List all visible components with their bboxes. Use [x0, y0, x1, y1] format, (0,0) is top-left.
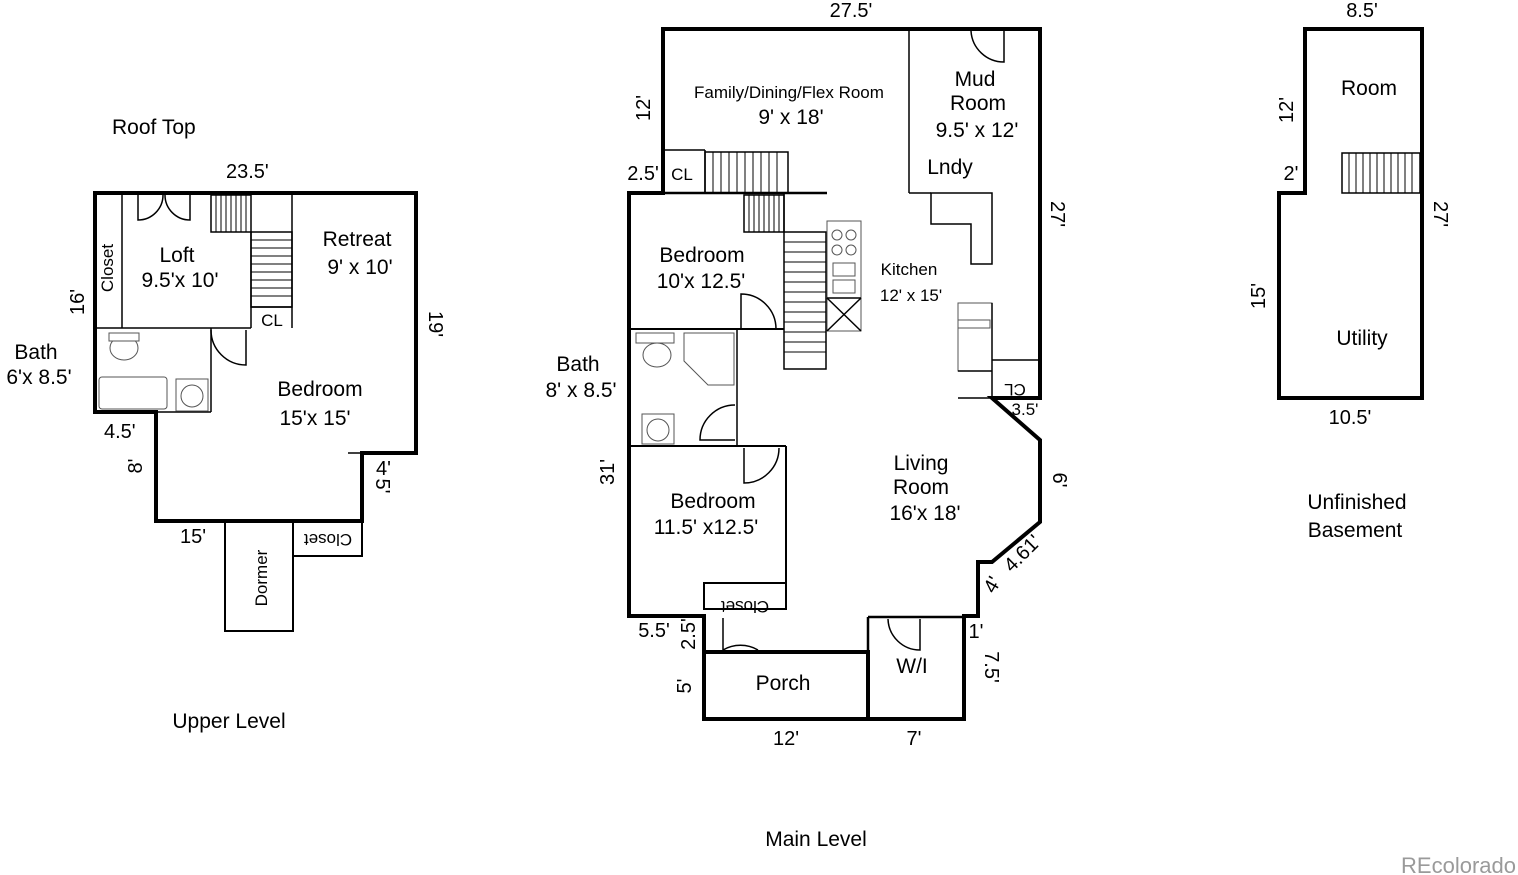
mud-room-label: Mud	[955, 68, 996, 91]
basement-outline	[1277, 27, 1424, 400]
bedroom2-size: 11.5' x12.5'	[654, 516, 759, 539]
dormer	[224, 520, 294, 632]
loft-label: Loft	[159, 244, 194, 267]
dormer-closet	[292, 520, 363, 557]
basement-level: 8.5' 12' 2' 27' 15' 10.5' Room Utility U…	[1248, 0, 1451, 542]
main-stairs-top	[704, 151, 789, 194]
family-room-label: Family/Dining/Flex Room	[694, 83, 884, 102]
retreat-size: 9' x 10'	[327, 256, 392, 279]
basement-dim-right: 27'	[1429, 201, 1451, 227]
upper-dim-step-h: 4.5'	[104, 421, 136, 443]
retreat-label: Retreat	[323, 228, 392, 251]
bedroom2-label: Bedroom	[670, 490, 755, 513]
main-dim-left-upper: 12'	[633, 95, 655, 121]
main-dim-porch-h: 5'	[674, 679, 696, 694]
upper-cl-label: CL	[261, 311, 283, 330]
living-room-label: Living	[894, 452, 949, 475]
utility-label: Utility	[1336, 327, 1388, 350]
basement-dim-left-upper: 12'	[1276, 97, 1298, 123]
upper-closet-label: Closet	[98, 244, 117, 292]
basement-room-label: Room	[1341, 77, 1397, 100]
main-bath-label: Bath	[556, 353, 599, 376]
basement-dim-left: 15'	[1248, 283, 1270, 309]
main-dim-wi-gap: 1'	[969, 621, 984, 643]
upper-level: Roof Top 23.5' 16' 19' 4.5' 8' 15' 4' 5'…	[6, 116, 446, 733]
laundry-label: Lndy	[927, 156, 973, 179]
main-dim-bottom-left: 5.5'	[638, 620, 670, 642]
mud-room-label2: Room	[950, 92, 1006, 115]
kitchen-size: 12' x 15'	[880, 286, 942, 305]
main-dim-right-diag2: 4.61'	[1000, 531, 1046, 577]
walk-in-label: W/I	[896, 655, 928, 678]
upper-bath-label: Bath	[14, 341, 57, 364]
main-dim-right-step: 4'	[980, 573, 1007, 597]
dormer-label: Dormer	[252, 549, 271, 606]
bedroom1-size: 10'x 12.5'	[657, 270, 746, 293]
main-cl-label: CL	[671, 165, 693, 184]
upper-dim-bottom: 15'	[180, 526, 206, 548]
upper-dim-notch-w: 4'	[376, 458, 391, 480]
basement-dim-bottom: 10.5'	[1329, 407, 1372, 429]
upper-dim-top: 23.5'	[226, 161, 269, 183]
upper-dim-right: 19'	[424, 311, 446, 337]
main-dim-porch-step: 2.5'	[678, 618, 700, 650]
upper-bedroom-label: Bedroom	[277, 378, 362, 401]
main-dim-porch-w: 12'	[773, 728, 799, 750]
living-room-size: 16'x 18'	[889, 502, 960, 525]
mud-room-size: 9.5' x 12'	[936, 119, 1019, 142]
main-stairs	[743, 194, 827, 370]
main-dim-wi-height: 7.5'	[980, 651, 1002, 683]
basement-stairs	[1341, 152, 1421, 194]
main-dim-right-small: 3.5'	[1012, 400, 1039, 419]
main-level-caption: Main Level	[765, 828, 867, 851]
main-dim-right: 27'	[1046, 201, 1068, 227]
kitchen-cl-label: CL	[1004, 380, 1026, 399]
upper-bedroom-size: 15'x 15'	[279, 407, 350, 430]
basement-dim-top: 8.5'	[1346, 0, 1378, 22]
upper-stairs	[210, 194, 293, 308]
loft-size: 9.5'x 10'	[142, 269, 219, 292]
living-room-label2: Room	[893, 476, 949, 499]
upper-level-caption: Upper Level	[172, 710, 285, 733]
main-bath-size: 8' x 8.5'	[545, 379, 616, 402]
upper-dim-left: 16'	[67, 289, 89, 315]
main-dim-wi-w: 7'	[907, 728, 922, 750]
upper-bath-size: 6'x 8.5'	[6, 366, 71, 389]
roof-top-label: Roof Top	[112, 116, 196, 139]
basement-caption-2: Basement	[1308, 519, 1403, 542]
basement-dim-step: 2'	[1284, 163, 1299, 185]
kitchen-label: Kitchen	[881, 260, 938, 279]
main-dim-right-diag1: 6'	[1048, 473, 1070, 488]
porch-label: Porch	[756, 672, 811, 695]
main-dim-top: 27.5'	[830, 0, 873, 22]
main-outline	[627, 27, 1042, 721]
main-level: 27.5' 12' 2.5' 27' 3.5' 6' 4.61' 4' 1' 7…	[545, 0, 1070, 851]
watermark: REcolorado	[1401, 853, 1516, 875]
dormer-closet-label: Closet	[304, 530, 352, 549]
upper-dim-step-v: 8'	[125, 459, 147, 474]
main-dim-step: 2.5'	[627, 163, 659, 185]
basement-caption-1: Unfinished	[1307, 491, 1406, 514]
bedroom2-closet-label: Closet	[721, 597, 769, 616]
bedroom1-label: Bedroom	[659, 244, 744, 267]
upper-dim-notch-h: 5'	[371, 479, 393, 494]
family-room-size: 9' x 18'	[758, 106, 823, 129]
main-dim-left: 31'	[597, 459, 619, 485]
